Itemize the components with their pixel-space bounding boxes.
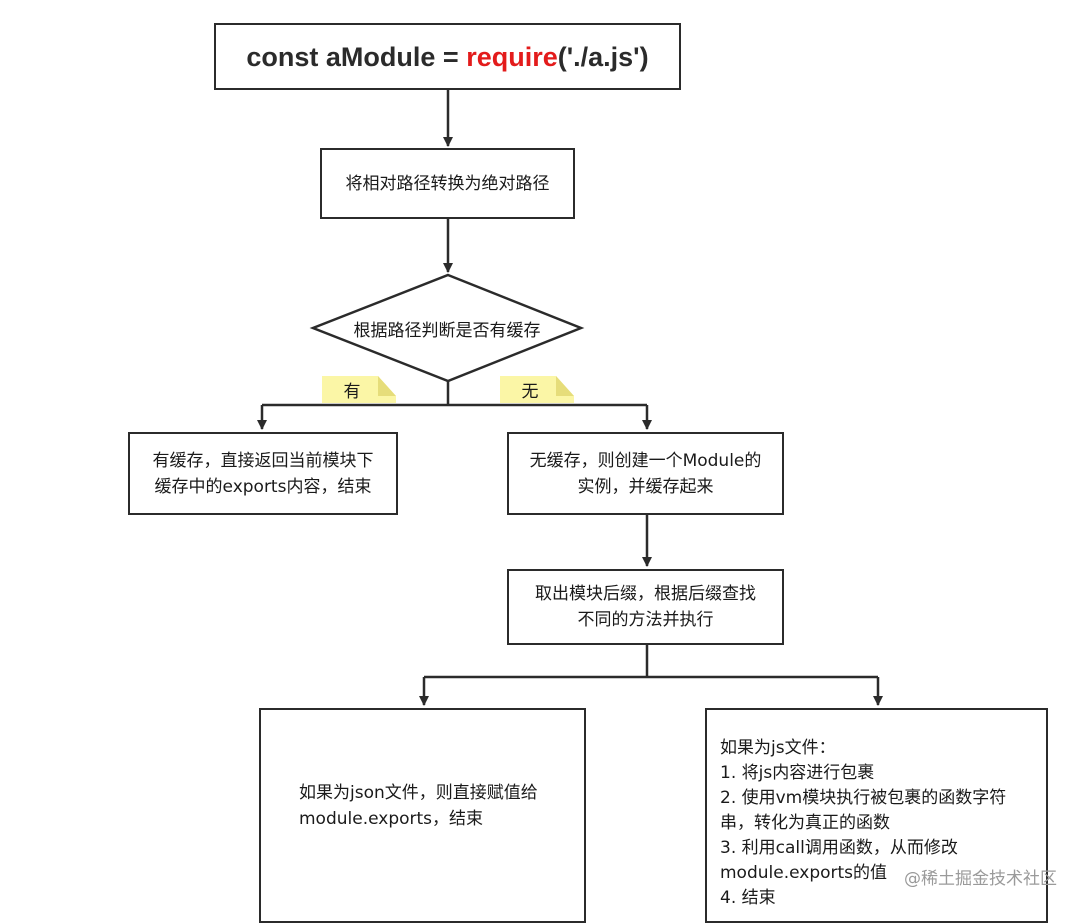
require-keyword: require xyxy=(466,41,558,72)
resolve-path-box: 将相对路径转换为绝对路径 xyxy=(320,148,575,219)
yes-label: 有 xyxy=(343,382,361,402)
resolve-path-text: 将相对路径转换为绝对路径 xyxy=(345,173,550,194)
js-text-line-7: 4. 结束 xyxy=(720,888,776,908)
cached-text-line-1: 有缓存，直接返回当前模块下 xyxy=(152,450,374,471)
json-text-line-2: module.exports，结束 xyxy=(299,808,484,829)
yes-note: 有 xyxy=(322,376,396,403)
js-file-box: 如果为js文件： 1. 将js内容进行包裹 2. 使用vm模块执行被包裹的函数字… xyxy=(705,708,1048,923)
no-note-shape xyxy=(500,376,574,403)
no-note: 无 xyxy=(500,376,574,403)
js-text-line-1: 如果为js文件： xyxy=(720,738,836,758)
no-label: 无 xyxy=(521,382,539,402)
watermark: @稀土掘金技术社区 xyxy=(904,869,1057,889)
extension-dispatch-box: 取出模块后缀，根据后缀查找 不同的方法并执行 xyxy=(507,569,784,645)
js-text-line-5: 3. 利用call调用函数，从而修改 xyxy=(720,838,958,858)
cached-result-box: 有缓存，直接返回当前模块下 缓存中的exports内容，结束 xyxy=(128,432,398,515)
cache-decision-label: 根据路径判断是否有缓存 xyxy=(353,320,541,341)
cached-text-line-2: 缓存中的exports内容，结束 xyxy=(154,476,372,497)
require-code: const aModule = require('./a.js') xyxy=(246,41,649,72)
js-text-line-3: 2. 使用vm模块执行被包裹的函数字符 xyxy=(720,788,1007,808)
js-text-line-4: 串，转化为真正的函数 xyxy=(720,813,890,833)
json-text-line-1: 如果为json文件，则直接赋值给 xyxy=(299,782,538,803)
create-module-box: 无缓存，则创建一个Module的 实例，并缓存起来 xyxy=(507,432,784,515)
require-prefix: const aModule = xyxy=(246,41,467,72)
js-text-line-6: module.exports的值 xyxy=(720,863,888,883)
extension-text-line-1: 取出模块后缀，根据后缀查找 xyxy=(535,584,756,604)
js-text-line-2: 1. 将js内容进行包裹 xyxy=(720,763,875,783)
require-suffix: ('./a.js') xyxy=(557,41,649,72)
create-module-text-line-1: 无缓存，则创建一个Module的 xyxy=(529,450,762,471)
create-module-text-line-2: 实例，并缓存起来 xyxy=(577,476,714,497)
extension-text-line-2: 不同的方法并执行 xyxy=(577,610,714,630)
yes-note-shape xyxy=(322,376,396,403)
json-file-box: 如果为json文件，则直接赋值给 module.exports，结束 xyxy=(259,708,586,923)
require-statement-box: const aModule = require('./a.js') xyxy=(214,23,681,90)
